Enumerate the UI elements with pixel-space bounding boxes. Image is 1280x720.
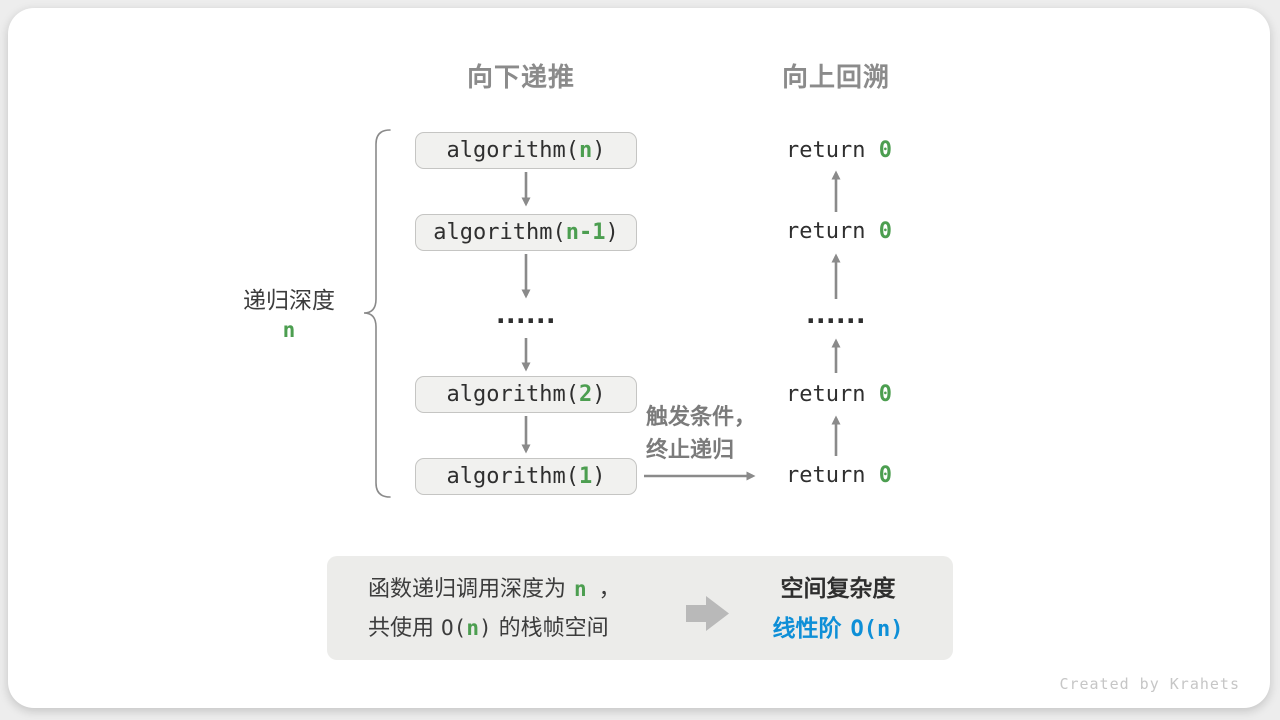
return-keyword: return: [786, 219, 879, 244]
return-keyword: return: [786, 382, 879, 407]
return-keyword: return: [786, 138, 879, 163]
call-suffix: ): [592, 138, 606, 163]
terminate-annotation-line2: 终止递归: [646, 438, 735, 463]
call-suffix: ): [605, 220, 619, 245]
algorithm-call-box-n: algorithm(n): [415, 132, 637, 169]
terminate-annotation-line1: 触发条件，: [646, 405, 757, 430]
return-row-4: return 0: [786, 462, 892, 489]
complexity-big-o: O(n): [850, 617, 904, 642]
summary-text: 函数递归调用深度为: [368, 577, 567, 602]
return-value: 0: [878, 219, 892, 244]
call-prefix: algorithm(: [446, 464, 579, 489]
header-backtrack-up: 向上回溯: [781, 63, 891, 93]
return-row-1: return 0: [786, 137, 892, 164]
recursion-depth-value: n: [282, 318, 296, 342]
recurse-ellipsis: ......: [496, 300, 556, 329]
call-suffix: ): [592, 382, 606, 407]
recursion-depth-label: 递归深度: [243, 288, 335, 314]
backtrack-ellipsis: ......: [806, 300, 866, 329]
big-o-close: ): [478, 616, 492, 640]
call-arg: 1: [578, 464, 593, 489]
terminate-annotation: 触发条件， 终止递归: [646, 401, 756, 467]
algorithm-call-box-2: algorithm(2): [415, 376, 637, 413]
header-recurse-down: 向下递推: [466, 63, 576, 93]
call-prefix: algorithm(: [433, 220, 566, 245]
big-o-arg: n: [466, 616, 479, 640]
call-arg: n-1: [565, 220, 606, 245]
credit-text: Created by Krahets: [1059, 675, 1240, 693]
space-complexity-result: 线性阶 O(n): [773, 609, 904, 650]
big-o-code: O(n): [441, 616, 492, 640]
algorithm-call-box-1: algorithm(1): [415, 458, 637, 495]
call-arg: n: [578, 138, 593, 163]
return-value: 0: [878, 382, 892, 407]
call-prefix: algorithm(: [446, 382, 579, 407]
space-complexity-title: 空间复杂度: [780, 576, 896, 602]
summary-right-text: 空间复杂度 线性阶 O(n): [773, 569, 904, 650]
call-suffix: ): [592, 464, 606, 489]
summary-text: 共使用: [368, 616, 435, 641]
big-o-open: O(: [441, 616, 467, 640]
return-value: 0: [878, 463, 892, 488]
complexity-order-label: 线性阶: [772, 616, 842, 642]
summary-text: 的栈帧空间: [498, 616, 609, 641]
call-prefix: algorithm(: [446, 138, 579, 163]
summary-text: ，: [598, 577, 621, 602]
return-row-2: return 0: [786, 218, 892, 245]
summary-left-line1: 函数递归调用深度为 n ，: [368, 570, 621, 609]
return-row-3: return 0: [786, 381, 892, 408]
call-arg: 2: [578, 382, 593, 407]
algorithm-call-box-n-1: algorithm(n-1): [415, 214, 637, 251]
return-keyword: return: [786, 463, 879, 488]
return-value: 0: [878, 138, 892, 163]
depth-n-code: n: [574, 577, 587, 601]
